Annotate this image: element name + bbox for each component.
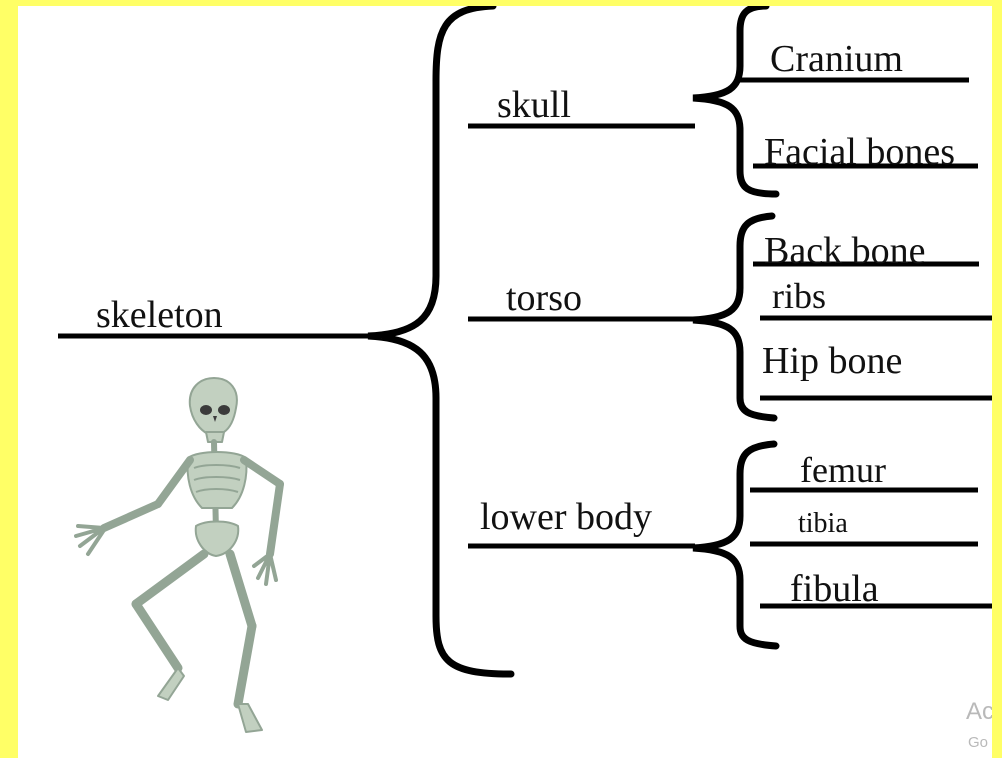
left-upper-arm [158, 460, 190, 504]
right-forearm [270, 484, 280, 554]
left-forearm [104, 504, 158, 528]
skeleton-illustration [18, 6, 992, 758]
right-shin [238, 626, 252, 704]
watermark-line-2: Go [968, 734, 988, 751]
left-hand [76, 526, 104, 554]
skull-shape [190, 378, 237, 434]
left-thigh [136, 554, 204, 604]
left-eye-socket [200, 405, 212, 415]
right-thigh [230, 554, 252, 626]
right-foot [238, 704, 262, 732]
left-foot [158, 668, 184, 700]
right-hand [254, 554, 276, 584]
right-eye-socket [218, 405, 230, 415]
right-upper-arm [244, 460, 280, 484]
diagram-canvas: skeleton skull torso lower body Cranium … [18, 6, 992, 758]
watermark-line-1: Ac [966, 698, 992, 726]
left-shin [136, 604, 178, 668]
